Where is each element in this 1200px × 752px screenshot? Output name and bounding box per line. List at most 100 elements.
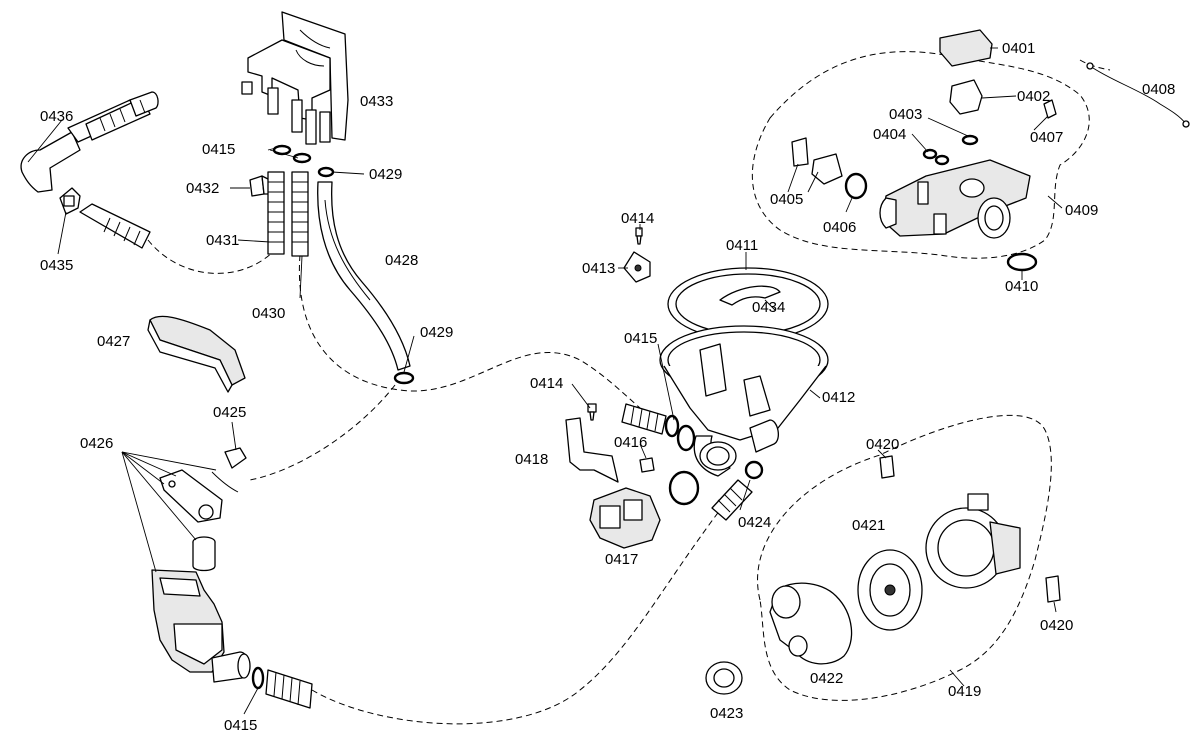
label-p0420-top: 0420 bbox=[866, 436, 899, 453]
label-p0435: 0435 bbox=[40, 257, 73, 274]
seal-0403 bbox=[961, 134, 979, 146]
part-labels: 0401 0402 0403 0404 0405 0406 0407 0408 … bbox=[40, 40, 1175, 734]
label-p0412: 0412 bbox=[822, 389, 855, 406]
label-p0434: 0434 bbox=[752, 299, 785, 316]
sensor-0402 bbox=[949, 79, 983, 115]
sump-0412 bbox=[659, 325, 829, 477]
label-p0416: 0416 bbox=[614, 434, 647, 451]
label-p0403: 0403 bbox=[889, 106, 922, 123]
label-p0420-right: 0420 bbox=[1040, 617, 1073, 634]
label-p0415-sump: 0415 bbox=[624, 330, 657, 347]
screw-0414-mid bbox=[587, 403, 597, 421]
clamp-0429-top bbox=[317, 166, 335, 178]
label-p0413: 0413 bbox=[582, 260, 615, 277]
grommet-0423 bbox=[705, 661, 743, 695]
seal-ring-0424-lower bbox=[668, 470, 700, 506]
label-p0419: 0419 bbox=[948, 683, 981, 700]
label-p0421: 0421 bbox=[852, 517, 885, 534]
motor-0417 bbox=[589, 487, 661, 549]
hose-route-middle bbox=[298, 254, 641, 409]
seal-ring-0415-top bbox=[272, 144, 292, 156]
label-p0431: 0431 bbox=[206, 232, 239, 249]
label-p0414-top: 0414 bbox=[621, 210, 654, 227]
label-p0405: 0405 bbox=[770, 191, 803, 208]
corrugated-hose-0431 bbox=[267, 171, 285, 255]
hose-route-left-vertical bbox=[249, 384, 396, 481]
sensor-clip-0425 bbox=[224, 447, 247, 469]
cable-0408 bbox=[1086, 62, 1190, 128]
label-p0408: 0408 bbox=[1142, 81, 1175, 98]
corrugated-hose-bottom bbox=[265, 669, 313, 709]
heater-housing-0409 bbox=[879, 159, 1031, 239]
clip-0420-right bbox=[1045, 575, 1061, 603]
cover-0401 bbox=[939, 29, 993, 67]
label-p0402: 0402 bbox=[1017, 88, 1050, 105]
seal-ring-0415-sump2 bbox=[676, 424, 696, 452]
pump-motor-0419 bbox=[925, 493, 1021, 589]
hose-lower-0435 bbox=[79, 203, 151, 249]
clamp-0429-bottom bbox=[393, 371, 415, 385]
drain-pump-housing-0426 bbox=[151, 569, 251, 683]
wire-0426 bbox=[211, 471, 239, 493]
label-p0401: 0401 bbox=[1002, 40, 1035, 57]
label-p0428: 0428 bbox=[385, 252, 418, 269]
seal-ring-0415-bottom bbox=[251, 666, 265, 690]
leader-lines bbox=[27, 47, 1063, 715]
clamp-0410 bbox=[1006, 252, 1038, 272]
cover-0427 bbox=[147, 315, 246, 393]
label-p0404: 0404 bbox=[873, 126, 906, 143]
label-p0430: 0430 bbox=[252, 305, 285, 322]
label-p0415-bottom: 0415 bbox=[224, 717, 257, 734]
bracket-0432 bbox=[249, 175, 271, 197]
label-p0429-top: 0429 bbox=[369, 166, 402, 183]
seal-0404 bbox=[922, 148, 938, 160]
label-p0429-bottom: 0429 bbox=[420, 324, 453, 341]
label-p0424: 0424 bbox=[738, 514, 771, 531]
label-p0409: 0409 bbox=[1065, 202, 1098, 219]
seal-0406 bbox=[844, 172, 868, 200]
bracket-0418 bbox=[565, 417, 619, 483]
hose-0428 bbox=[317, 181, 411, 371]
seal-ring-0415-sump bbox=[664, 414, 680, 438]
hose-route-left bbox=[147, 239, 276, 274]
label-p0411: 0411 bbox=[726, 237, 758, 254]
label-p0433: 0433 bbox=[360, 93, 393, 110]
cable-route-0408 bbox=[1079, 59, 1111, 71]
label-p0406: 0406 bbox=[823, 219, 856, 236]
clip-0416 bbox=[639, 457, 655, 473]
cap-0426 bbox=[192, 536, 216, 572]
label-p0425: 0425 bbox=[213, 404, 246, 421]
corrugated-hose-0415 bbox=[621, 403, 667, 435]
screw-0414-top bbox=[635, 227, 643, 245]
label-p0432: 0432 bbox=[186, 180, 219, 197]
corrugated-hose-0430 bbox=[291, 171, 309, 257]
clip-0407 bbox=[1043, 99, 1057, 119]
sensor-0405 bbox=[791, 137, 843, 185]
label-p0436: 0436 bbox=[40, 108, 73, 125]
label-p0417: 0417 bbox=[605, 551, 638, 568]
pump-housing-0422 bbox=[769, 582, 853, 665]
label-p0410: 0410 bbox=[1005, 278, 1038, 295]
cover-0434 bbox=[719, 285, 781, 306]
label-p0407: 0407 bbox=[1030, 129, 1063, 146]
bracket-0413 bbox=[623, 251, 651, 283]
impeller-housing-0421 bbox=[857, 549, 923, 631]
label-p0418: 0418 bbox=[515, 451, 548, 468]
hose-clip-0435 bbox=[59, 187, 81, 215]
label-p0427: 0427 bbox=[97, 333, 130, 350]
seal-ring-0415-top2 bbox=[292, 152, 312, 164]
label-p0422: 0422 bbox=[810, 670, 843, 687]
label-p0414-mid: 0414 bbox=[530, 375, 563, 392]
corrugated-hose-0424 bbox=[711, 479, 753, 521]
hose-route-bottom bbox=[311, 509, 721, 725]
hose-0436 bbox=[20, 91, 159, 193]
seal-0404-b bbox=[934, 154, 950, 166]
bracket-0426 bbox=[159, 469, 223, 523]
label-p0415-top: 0415 bbox=[202, 141, 235, 158]
seal-ring-0424 bbox=[744, 460, 764, 480]
water-distributor-0433 bbox=[241, 11, 349, 145]
label-p0423: 0423 bbox=[710, 705, 743, 722]
clip-0420-top bbox=[879, 455, 895, 479]
